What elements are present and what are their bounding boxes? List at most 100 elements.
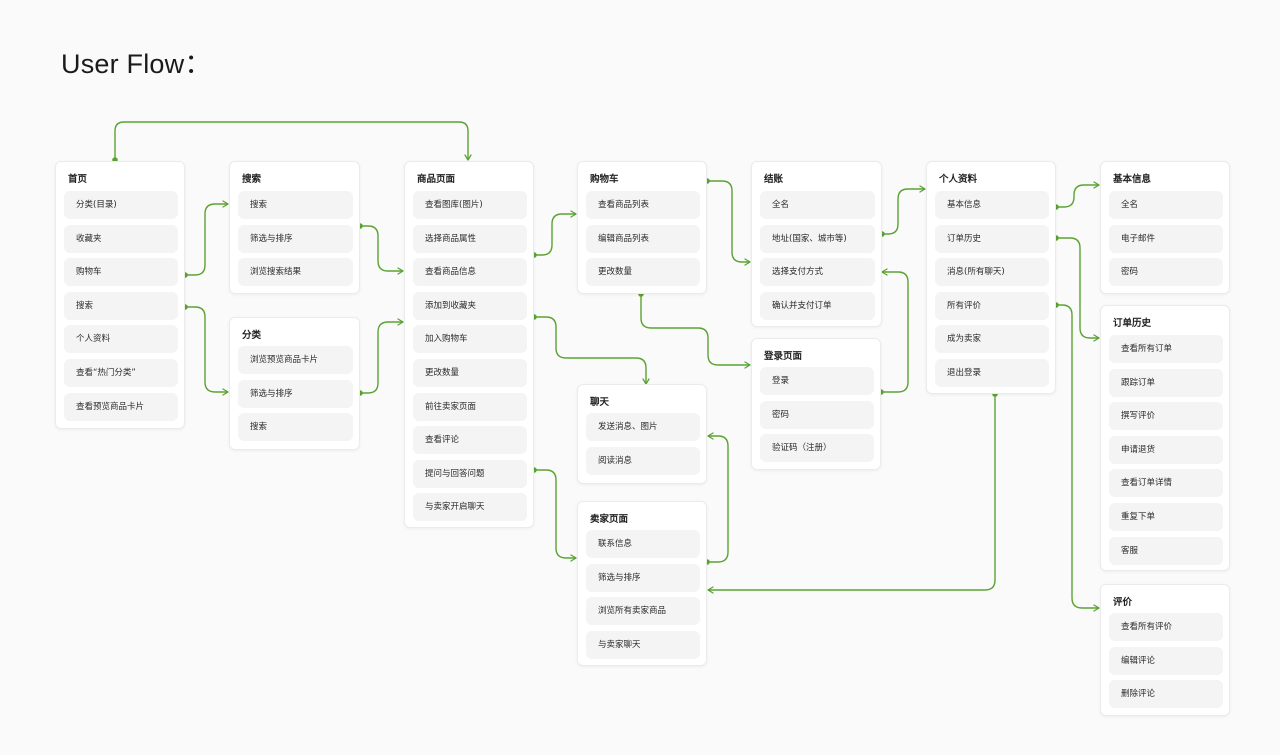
card-title: 登录页面 bbox=[764, 351, 803, 362]
flow-arrow bbox=[185, 306, 229, 396]
card-item[interactable]: 发送消息、图片 bbox=[586, 413, 700, 441]
card-profile: 个人资料基本信息订单历史消息(所有聊天) 所有评价成为卖家退出登录 bbox=[926, 161, 1056, 394]
flow-arrow bbox=[360, 318, 404, 394]
card-item[interactable]: 购物车 bbox=[64, 258, 178, 287]
card-item[interactable]: 编辑商品列表 bbox=[586, 224, 700, 253]
card-item[interactable]: 收藏夹 bbox=[64, 224, 178, 253]
flow-arrow bbox=[640, 294, 751, 369]
card-item[interactable]: 选择支付方式 bbox=[760, 258, 875, 287]
card-basic: 基本信息全名电子邮件密码 bbox=[1100, 161, 1230, 294]
card-title: 搜索 bbox=[242, 174, 262, 185]
card-item[interactable]: 阅读消息 bbox=[586, 446, 700, 475]
flow-arrow bbox=[534, 210, 577, 256]
card-title: 评价 bbox=[1113, 597, 1133, 608]
card-title: 个人资料 bbox=[939, 174, 978, 185]
card-title: 首页 bbox=[68, 174, 88, 185]
card-item[interactable]: 浏览搜索结果 bbox=[238, 258, 353, 287]
card-item[interactable]: 浏览所有卖家商品 bbox=[586, 597, 700, 626]
card-title: 商品页面 bbox=[417, 174, 456, 185]
card-item[interactable]: 编辑评论 bbox=[1109, 646, 1223, 675]
card-item[interactable]: 搜索 bbox=[238, 413, 353, 442]
card-item[interactable]: 添加到收藏夹 bbox=[413, 291, 527, 320]
card-item[interactable]: 查看评论 bbox=[413, 426, 527, 455]
card-title: 基本信息 bbox=[1113, 174, 1152, 185]
card-item[interactable]: 客服 bbox=[1109, 536, 1223, 565]
card-title: 结账 bbox=[764, 174, 784, 185]
card-title: 分类 bbox=[242, 330, 262, 341]
card-title: 订单历史 bbox=[1113, 318, 1152, 329]
card-item[interactable]: 搜索 bbox=[64, 291, 178, 320]
card-item[interactable]: 筛选与排序 bbox=[238, 379, 353, 408]
card-item[interactable]: 重复下单 bbox=[1109, 503, 1223, 531]
card-item[interactable]: 与卖家开启聊天 bbox=[413, 493, 527, 522]
card-item[interactable]: 前往卖家页面 bbox=[413, 392, 527, 421]
flow-arrow bbox=[1056, 304, 1100, 612]
card-item[interactable]: 查看预览商品卡片 bbox=[64, 392, 178, 421]
page-title: User Flow： bbox=[61, 49, 212, 79]
card-item[interactable]: 查看“热门分类” bbox=[64, 359, 178, 387]
card-home: 首页分类(目录) 收藏夹购物车搜索个人资料查看“热门分类” 查看预览商品卡片 bbox=[55, 161, 185, 429]
card-item[interactable]: 查看图库(图片) bbox=[413, 191, 527, 219]
card-reviews: 评价查看所有评价编辑评论删除评论 bbox=[1100, 584, 1230, 716]
card-item[interactable]: 全名 bbox=[760, 191, 875, 219]
card-category: 分类浏览预览商品卡片筛选与排序搜索 bbox=[229, 317, 360, 450]
card-item[interactable]: 查看商品信息 bbox=[413, 258, 527, 287]
card-item[interactable]: 与卖家聊天 bbox=[586, 630, 700, 659]
card-item[interactable]: 查看所有订单 bbox=[1109, 335, 1223, 363]
flow-arrow bbox=[707, 180, 751, 266]
card-item[interactable]: 登录 bbox=[760, 367, 874, 395]
flow-arrow bbox=[185, 200, 229, 276]
card-item[interactable]: 删除评论 bbox=[1109, 680, 1223, 709]
card-item[interactable]: 浏览预览商品卡片 bbox=[238, 346, 353, 374]
card-item[interactable]: 撰写评价 bbox=[1109, 402, 1223, 431]
card-item[interactable]: 提问与回答问题 bbox=[413, 459, 527, 488]
card-item[interactable]: 退出登录 bbox=[935, 359, 1049, 387]
flow-arrow bbox=[1056, 181, 1100, 208]
card-item[interactable]: 筛选与排序 bbox=[238, 224, 353, 253]
card-item[interactable]: 个人资料 bbox=[64, 325, 178, 354]
card-seller: 卖家页面联系信息筛选与排序浏览所有卖家商品与卖家聊天 bbox=[577, 501, 707, 666]
flow-arrow bbox=[881, 268, 909, 393]
flow-arrow bbox=[360, 225, 404, 275]
card-product: 商品页面查看图库(图片) 选择商品属性查看商品信息添加到收藏夹加入购物车更改数量前… bbox=[404, 161, 534, 528]
card-item[interactable]: 加入购物车 bbox=[413, 325, 527, 354]
card-item[interactable]: 搜索 bbox=[238, 191, 353, 219]
card-item[interactable]: 所有评价 bbox=[935, 291, 1049, 320]
card-item[interactable]: 查看所有评价 bbox=[1109, 613, 1223, 641]
card-checkout: 结账全名地址(国家、城市等) 选择支付方式确认并支付订单 bbox=[751, 161, 882, 327]
card-title: 卖家页面 bbox=[590, 514, 629, 525]
card-item[interactable]: 更改数量 bbox=[586, 258, 700, 287]
card-item[interactable]: 申请退货 bbox=[1109, 435, 1223, 464]
card-item[interactable]: 筛选与排序 bbox=[586, 563, 700, 592]
card-item[interactable]: 查看商品列表 bbox=[586, 191, 700, 219]
flow-arrow bbox=[882, 185, 926, 235]
card-item[interactable]: 电子邮件 bbox=[1109, 224, 1223, 253]
flow-arrow bbox=[534, 316, 650, 385]
card-item[interactable]: 消息(所有聊天) bbox=[935, 258, 1049, 287]
card-item[interactable]: 分类(目录) bbox=[64, 191, 178, 219]
card-item[interactable]: 订单历史 bbox=[935, 224, 1049, 253]
card-item[interactable]: 确认并支付订单 bbox=[760, 291, 875, 320]
card-item[interactable]: 地址(国家、城市等) bbox=[760, 224, 875, 253]
flow-arrow bbox=[114, 121, 472, 161]
card-item[interactable]: 验证码（注册） bbox=[760, 434, 874, 463]
flow-arrow bbox=[707, 432, 729, 563]
card-item[interactable]: 全名 bbox=[1109, 191, 1223, 219]
card-item[interactable]: 基本信息 bbox=[935, 191, 1049, 219]
card-item[interactable]: 更改数量 bbox=[413, 359, 527, 387]
card-orders: 订单历史查看所有订单跟踪订单撰写评价申请退货查看订单详情重复下单客服 bbox=[1100, 305, 1230, 571]
card-item[interactable]: 成为卖家 bbox=[935, 325, 1049, 354]
card-login: 登录页面登录密码验证码（注册） bbox=[751, 338, 881, 470]
card-item[interactable]: 选择商品属性 bbox=[413, 224, 527, 253]
card-search: 搜索搜索筛选与排序浏览搜索结果 bbox=[229, 161, 360, 294]
card-cart: 购物车查看商品列表编辑商品列表更改数量 bbox=[577, 161, 707, 294]
card-item[interactable]: 密码 bbox=[1109, 258, 1223, 287]
card-chat: 聊天发送消息、图片阅读消息 bbox=[577, 384, 707, 484]
card-item[interactable]: 密码 bbox=[760, 400, 874, 429]
card-item[interactable]: 跟踪订单 bbox=[1109, 368, 1223, 397]
flow-arrow bbox=[1056, 237, 1100, 342]
card-title: 聊天 bbox=[590, 397, 610, 408]
card-item[interactable]: 查看订单详情 bbox=[1109, 469, 1223, 498]
card-title: 购物车 bbox=[590, 174, 619, 185]
card-item[interactable]: 联系信息 bbox=[586, 530, 700, 558]
